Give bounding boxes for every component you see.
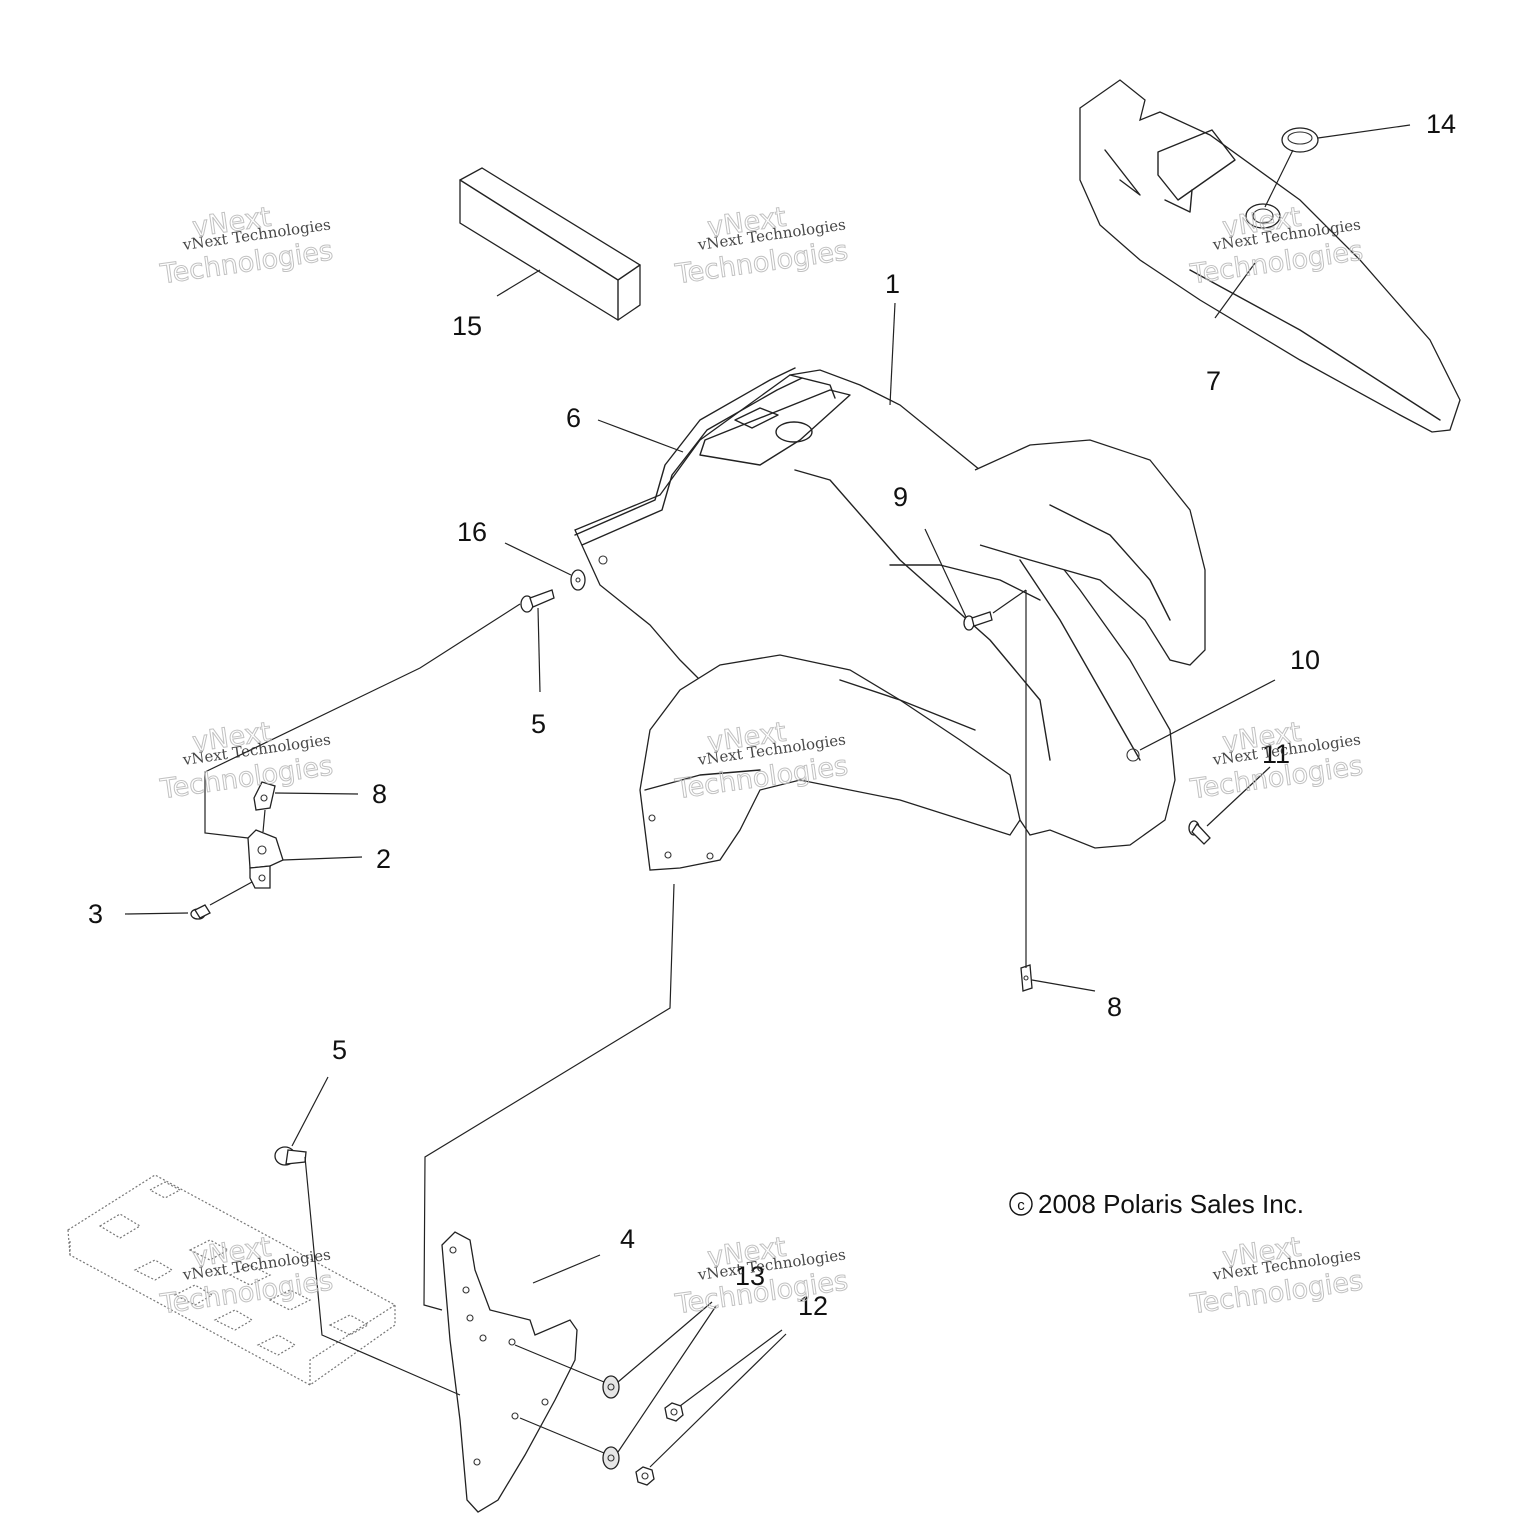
- callout-1: 1: [885, 269, 900, 299]
- copyright-text: 2008 Polaris Sales Inc.: [1038, 1189, 1304, 1219]
- copyright-symbol-letter: c: [1017, 1197, 1025, 1214]
- callout-8-right: 8: [1107, 992, 1122, 1022]
- callout-5-upper: 5: [531, 709, 546, 739]
- watermark: vNext vNext Technologies Technologies: [672, 201, 850, 291]
- copyright-symbol: [1009, 1192, 1033, 1216]
- part-16-washer[interactable]: [570, 569, 586, 591]
- part-11-screw[interactable]: [1188, 820, 1211, 845]
- callout-6: 6: [566, 403, 581, 433]
- part-6-edge-trim[interactable]: [574, 367, 803, 546]
- watermark: vNext vNext Technologies Technologies: [157, 201, 335, 291]
- part-14-plug[interactable]: [1281, 127, 1319, 153]
- watermark: vNext vNext Technologies Technologies: [157, 716, 335, 806]
- callout-15: 15: [452, 311, 482, 341]
- callout-labels: 1 2 3 4 5 5 6 7 8 8 9 10 11 12 13 14 15 …: [88, 109, 1456, 1321]
- part-7-side-panel[interactable]: [1079, 79, 1461, 433]
- callout-8-left: 8: [372, 779, 387, 809]
- part-8-clip-right[interactable]: [1020, 964, 1033, 992]
- part-1-front-fender[interactable]: [574, 369, 1206, 871]
- callout-12: 12: [798, 1291, 828, 1321]
- part-5-bolt-lower[interactable]: [274, 1146, 307, 1166]
- part-12-nut-upper[interactable]: [664, 1402, 684, 1422]
- callout-10: 10: [1290, 645, 1320, 675]
- part-12-nut-lower[interactable]: [635, 1466, 655, 1486]
- callout-14: 14: [1426, 109, 1456, 139]
- callout-4: 4: [620, 1224, 635, 1254]
- part-15-strip[interactable]: [459, 167, 641, 321]
- callout-13: 13: [735, 1261, 765, 1291]
- callout-2: 2: [376, 844, 391, 874]
- callout-3: 3: [88, 899, 103, 929]
- watermark: vNext vNext Technologies Technologies: [1187, 1231, 1365, 1321]
- part-13-washer-lower[interactable]: [602, 1446, 620, 1470]
- part-13-washer-upper[interactable]: [602, 1375, 620, 1399]
- part-4-mud-flap[interactable]: [441, 1231, 578, 1513]
- part-2-bracket[interactable]: [247, 829, 284, 889]
- part-3-screw[interactable]: [190, 904, 211, 920]
- copyright-notice: c 2008 Polaris Sales Inc.: [1009, 1189, 1304, 1219]
- watermark: vNext vNext Technologies Technologies: [157, 1231, 335, 1321]
- watermarks: vNext vNext Technologies Technologies vN…: [157, 201, 1365, 1321]
- callout-16: 16: [457, 517, 487, 547]
- part-9-screw[interactable]: [963, 611, 993, 631]
- part-8-clip-left[interactable]: [253, 781, 276, 811]
- footrest-reference: [67, 1174, 396, 1386]
- callout-7: 7: [1206, 366, 1221, 396]
- callout-11: 11: [1262, 739, 1290, 769]
- callout-5-lower: 5: [332, 1035, 347, 1065]
- part-5-bolt-upper[interactable]: [520, 589, 555, 613]
- callout-9: 9: [893, 482, 908, 512]
- leader-lines: [124, 124, 1411, 1468]
- watermark: vNext vNext Technologies Technologies: [1187, 716, 1365, 806]
